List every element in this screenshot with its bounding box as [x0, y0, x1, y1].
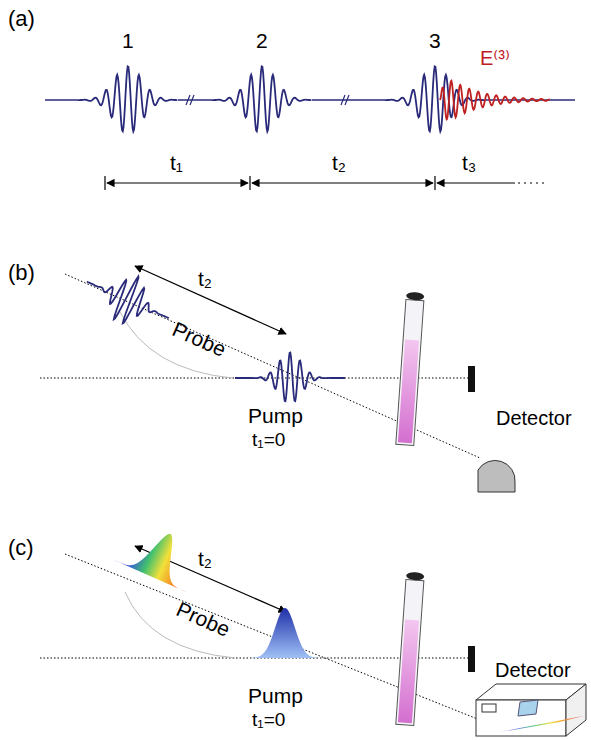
- annotation-label: 3: [429, 30, 441, 51]
- wave-packet: [77, 258, 179, 339]
- signal-field: [440, 81, 550, 120]
- wave-packet: [212, 67, 311, 132]
- annotation-label: Probe: [173, 598, 233, 640]
- wave-packet: [78, 67, 177, 132]
- annotation-label: t₁=0: [252, 430, 285, 449]
- annotation-label: t₂: [198, 268, 212, 289]
- panel-label: (b): [8, 262, 35, 284]
- annotation-label: t₁: [170, 152, 183, 173]
- pump-probe-setup: [40, 258, 515, 492]
- panel-label: (a): [8, 8, 35, 30]
- annotation-label: Probe: [169, 318, 229, 360]
- annotation-label: Pump: [248, 405, 303, 426]
- annotation-label: t₁=0: [252, 710, 285, 729]
- broadband-setup: [40, 518, 586, 736]
- pulse-sequence: [45, 60, 575, 190]
- annotation-label: t₂: [198, 548, 212, 569]
- annotation-label: Pump: [248, 685, 303, 706]
- annotation-label: Detector: [495, 660, 571, 680]
- panel-label: (c): [8, 537, 34, 559]
- pulse-envelope: [243, 608, 327, 658]
- wave-packet: [235, 353, 345, 402]
- wave-packet: [385, 67, 484, 132]
- annotation-label: Detector: [496, 408, 572, 428]
- annotation-label: 2: [256, 30, 268, 51]
- pulse-envelope: [114, 518, 204, 592]
- annotation-label: t₂: [332, 152, 346, 173]
- annotation-label: t₃: [462, 152, 476, 173]
- signal-label: E⁽³⁾: [480, 48, 510, 68]
- annotation-label: 1: [122, 30, 134, 51]
